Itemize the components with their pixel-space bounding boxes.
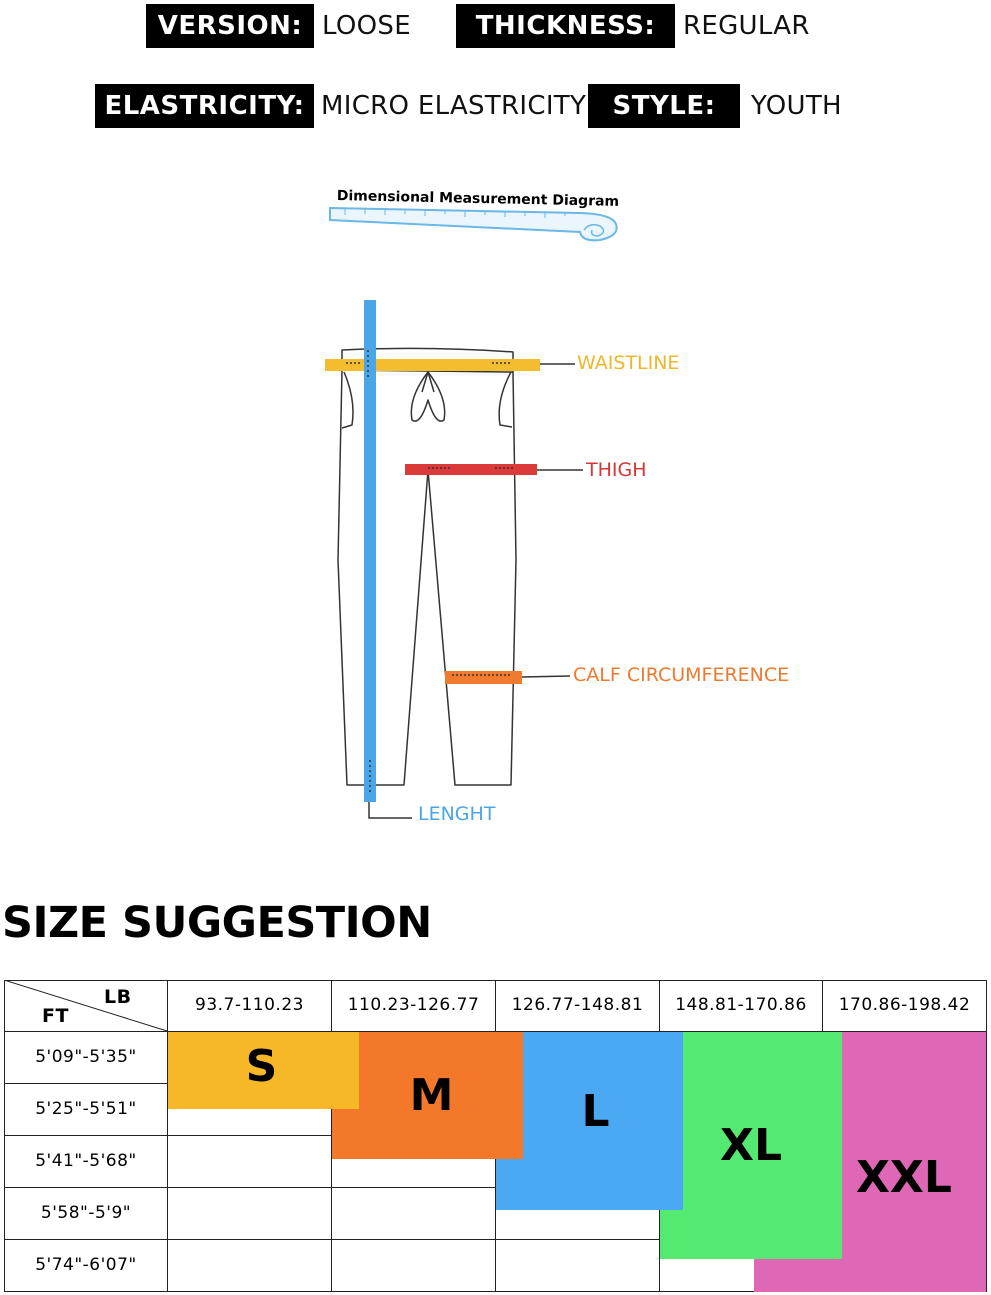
waistline-label: WAISTLINE: [577, 352, 680, 374]
height-header: 5'25"-5'51": [35, 1099, 137, 1119]
elasticity-tag: ELASTRICITY:: [95, 84, 314, 128]
thigh-band: [405, 464, 583, 475]
corner-diagonal: [4, 980, 168, 1032]
weight-header: 148.81-170.86: [675, 995, 807, 1015]
size-label-xxl: XXL: [856, 1152, 952, 1203]
size-block-l: L: [496, 1032, 683, 1210]
size-block-xl: XL: [660, 1032, 842, 1259]
thickness-tag: THICKNESS:: [456, 4, 675, 48]
elasticity-value: MICRO ELASTRICITY: [321, 91, 587, 121]
weight-header: 110.23-126.77: [347, 995, 480, 1015]
length-bar: [364, 300, 412, 819]
thigh-label: THIGH: [586, 459, 647, 481]
size-label-m: M: [409, 1070, 454, 1121]
height-header: 5'58"-5'9": [40, 1203, 132, 1223]
style-value: YOUTH: [751, 91, 842, 121]
corner-lb-label: LB: [104, 986, 132, 1008]
waistline-band: [325, 359, 575, 371]
calf-label: CALF CIRCUMFERENCE: [573, 664, 790, 686]
size-label-xl: XL: [720, 1120, 782, 1171]
height-header: 5'74"-6'07": [35, 1255, 137, 1275]
weight-header: 93.7-110.23: [195, 995, 304, 1015]
size-block-s: S: [168, 1032, 359, 1109]
version-tag: VERSION:: [146, 4, 314, 48]
thickness-value: REGULAR: [683, 11, 810, 41]
size-block-m: M: [332, 1032, 523, 1159]
version-value: LOOSE: [322, 11, 411, 41]
size-suggestion-title: SIZE SUGGESTION: [2, 898, 432, 948]
size-label-l: L: [581, 1085, 610, 1137]
tape-measure-icon: [329, 206, 618, 242]
weight-header: 170.86-198.42: [838, 995, 971, 1015]
style-tag: STYLE:: [588, 84, 740, 128]
size-label-s: S: [245, 1041, 278, 1092]
height-header: 5'41"-5'68": [35, 1151, 137, 1171]
pants-measurement-diagram: [325, 206, 618, 819]
height-header: 5'09"-5'35": [35, 1047, 137, 1067]
weight-header: 126.77-148.81: [511, 995, 644, 1015]
corner-ft-label: FT: [42, 1005, 69, 1027]
length-label: LENGHT: [418, 803, 496, 825]
